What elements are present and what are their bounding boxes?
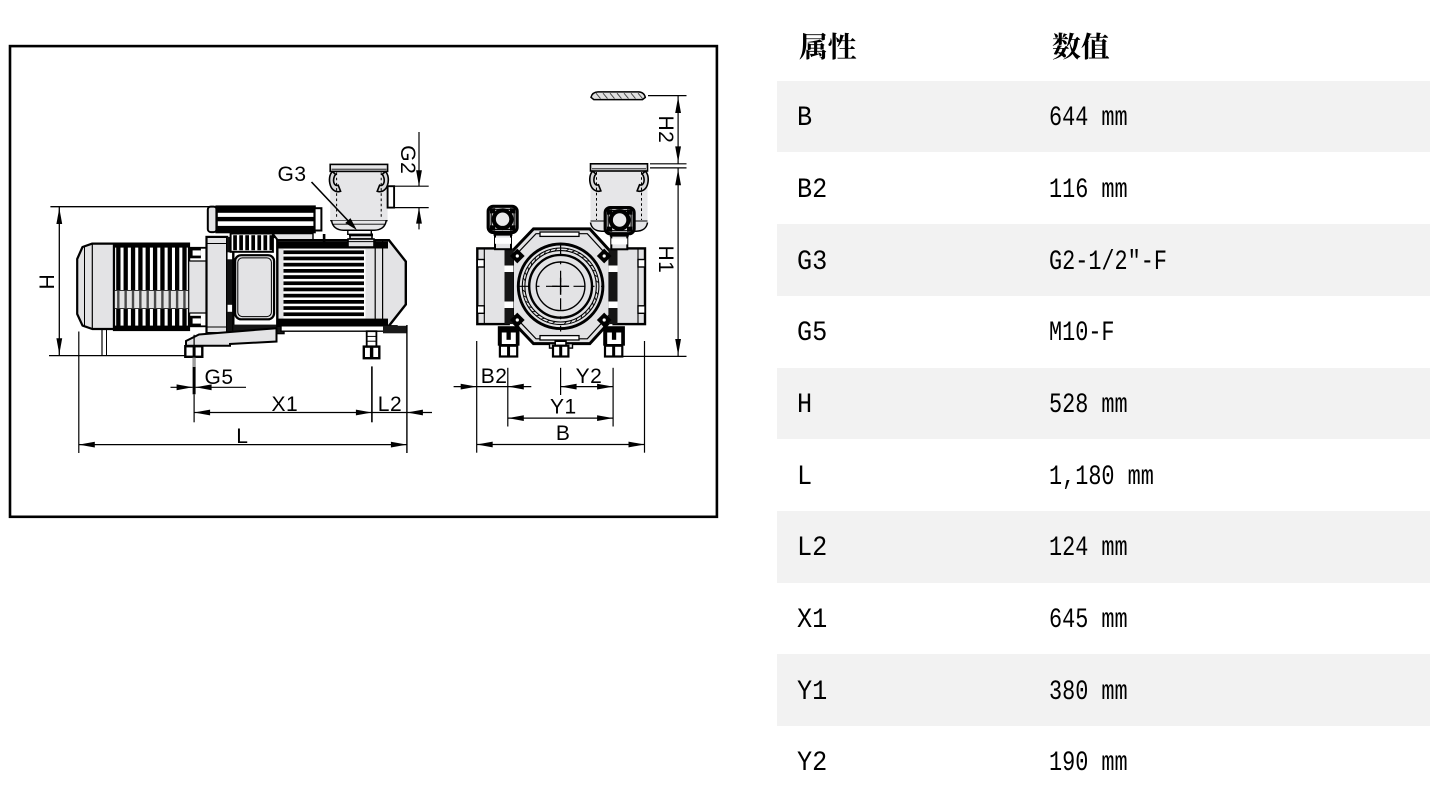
- svg-text:H1: H1: [654, 246, 677, 274]
- svg-text:B2: B2: [481, 365, 508, 388]
- svg-text:H: H: [35, 274, 58, 290]
- svg-text:B: B: [556, 422, 571, 445]
- svg-text:X1: X1: [272, 393, 299, 416]
- svg-text:Y1: Y1: [550, 396, 577, 419]
- svg-text:G2: G2: [396, 145, 419, 174]
- svg-text:Y2: Y2: [576, 365, 603, 388]
- svg-text:G3: G3: [278, 163, 307, 186]
- svg-text:G5: G5: [205, 366, 234, 389]
- svg-text:L2: L2: [378, 393, 402, 416]
- svg-text:H2: H2: [654, 116, 677, 144]
- svg-text:L: L: [236, 425, 248, 448]
